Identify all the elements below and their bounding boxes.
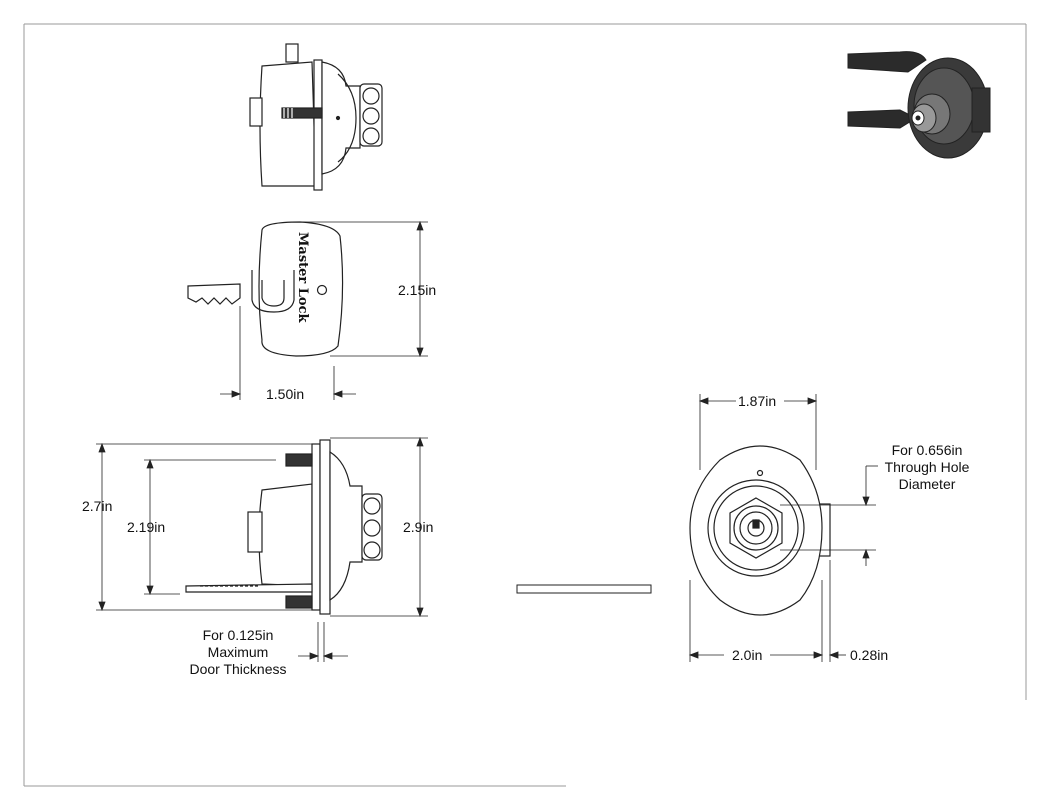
isometric-lock-view (847, 51, 991, 159)
dim-front-outer-width: 1.87in (738, 393, 777, 409)
side-dimension-lines (96, 436, 428, 662)
key-dimension-lines (220, 220, 428, 400)
sheet-frame (23, 23, 1027, 787)
dim-front-body-width: 2.0in (732, 647, 763, 663)
note-through-hole: For 0.656in Through Hole Diameter (884, 442, 970, 492)
dim-side-inner-height: 2.7in (82, 498, 113, 514)
dim-side-overall-height: 2.9in (403, 519, 434, 535)
front-dimension-lines (688, 394, 878, 662)
side-view (185, 439, 383, 615)
front-view (689, 445, 831, 616)
dim-cam-offset: 0.28in (850, 647, 889, 663)
door-plate-section (516, 584, 652, 594)
key-brand-label: Master Lock (295, 232, 310, 324)
note-door-thickness: For 0.125in Maximum Door Thickness (189, 627, 287, 677)
top-side-view (249, 43, 383, 191)
key-view (187, 221, 344, 357)
dim-stud-spacing: 2.19in (127, 519, 166, 535)
dim-key-width: 1.50in (266, 386, 305, 402)
dim-key-height: 2.15in (398, 282, 437, 298)
